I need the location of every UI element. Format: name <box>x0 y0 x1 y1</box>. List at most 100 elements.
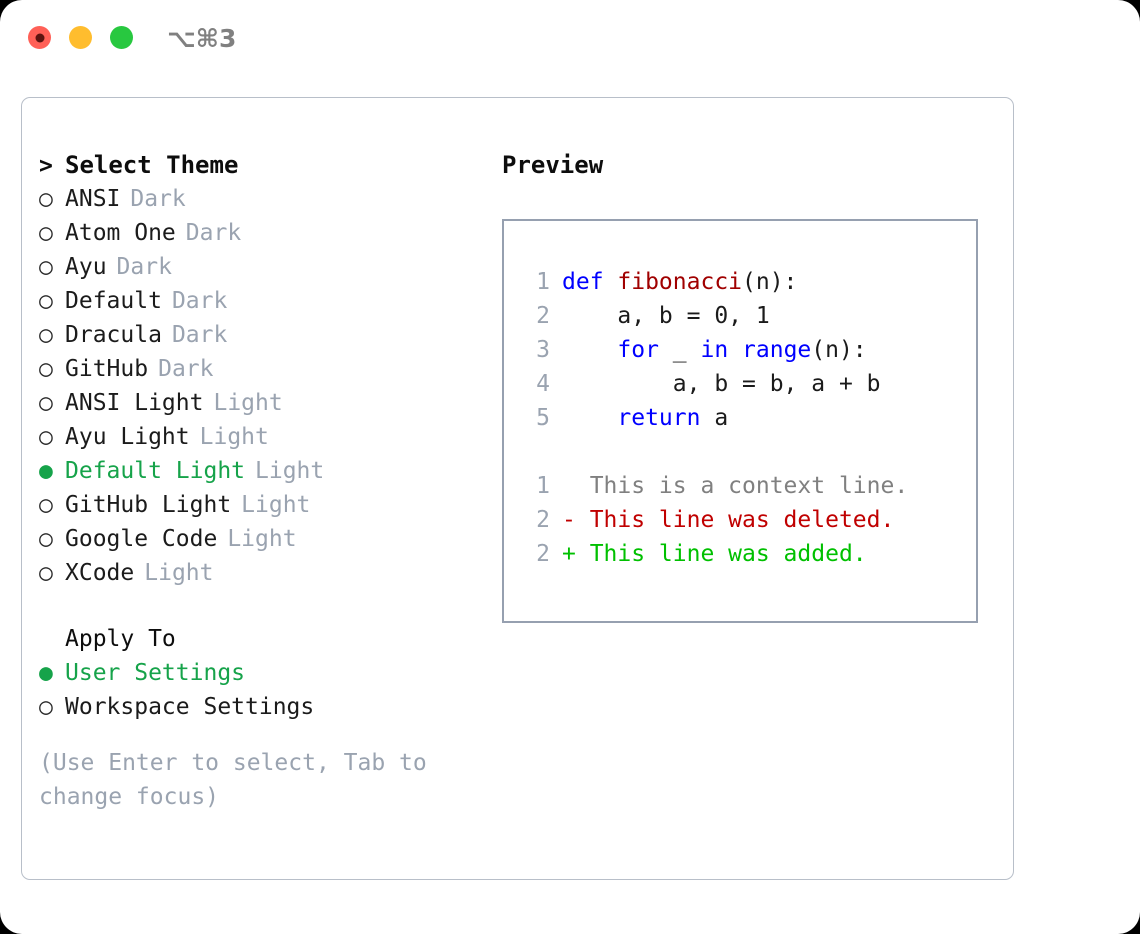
close-button[interactable] <box>28 26 51 49</box>
code-line: 3 for _ in range(n): <box>524 333 976 367</box>
code-token: in range <box>700 337 812 363</box>
code-token: a, b = 0, 1 <box>562 303 770 329</box>
theme-option-name: Atom One <box>65 220 176 246</box>
diff-line: 2- This line was deleted. <box>524 503 976 537</box>
code-line: 5 return a <box>524 401 976 435</box>
theme-option-name: Google Code <box>65 526 218 552</box>
theme-option-category: Dark <box>116 254 172 280</box>
keyboard-shortcut-label: ⌥⌘3 <box>167 24 237 53</box>
theme-option-name: Ayu Light <box>65 424 190 450</box>
theme-option-google-code[interactable]: ○ Google Code Light <box>39 522 479 556</box>
radio-unselected-icon: ○ <box>39 424 53 450</box>
minimize-button[interactable] <box>69 26 92 49</box>
theme-option-name: XCode <box>65 560 135 586</box>
theme-option-xcode[interactable]: ○ XCode Light <box>39 556 479 590</box>
code-line: 1 def fibonacci(n): <box>524 265 976 299</box>
code-token: - This line was deleted. <box>562 507 895 533</box>
line-number: 3 <box>536 337 550 363</box>
code-token: This is a context line. <box>562 473 909 499</box>
theme-option-name: GitHub Light <box>65 492 232 518</box>
apply-to-option-user-settings[interactable]: ● User Settings <box>39 656 479 690</box>
radio-unselected-icon: ○ <box>39 254 53 280</box>
theme-option-github[interactable]: ○ GitHub Dark <box>39 352 479 386</box>
theme-option-ayu[interactable]: ○ Ayu Dark <box>39 250 479 284</box>
prompt-marker: > <box>39 153 53 179</box>
code-token: (n): <box>742 269 798 295</box>
theme-option-category: Light <box>144 560 214 586</box>
theme-option-category: Light <box>255 458 325 484</box>
code-token <box>562 405 617 431</box>
code-token: + This line was added. <box>562 541 867 567</box>
theme-option-category: Light <box>241 492 311 518</box>
radio-unselected-icon: ○ <box>39 322 53 348</box>
radio-selected-icon: ● <box>39 660 53 686</box>
line-number: 4 <box>536 371 550 397</box>
maximize-button[interactable] <box>110 26 133 49</box>
radio-unselected-icon: ○ <box>39 560 53 586</box>
theme-picker-heading: > Select Theme <box>39 148 479 182</box>
apply-to-label: Apply To <box>65 626 176 652</box>
radio-unselected-icon: ○ <box>39 526 53 552</box>
theme-option-name: Dracula <box>65 322 162 348</box>
code-diff-separator <box>524 435 976 469</box>
theme-option-category: Light <box>199 424 269 450</box>
diff-line: 1 This is a context line. <box>524 469 976 503</box>
theme-option-name: Default <box>65 288 162 314</box>
theme-option-ayu-light[interactable]: ○ Ayu Light Light <box>39 420 479 454</box>
indent-spacer: o <box>39 622 65 656</box>
radio-unselected-icon: ○ <box>39 186 53 212</box>
theme-option-category: Light <box>213 390 283 416</box>
apply-to-option-label: User Settings <box>65 660 246 686</box>
theme-option-name: Default Light <box>65 458 246 484</box>
keyboard-hint: (Use Enter to select, Tab to change focu… <box>39 750 427 810</box>
code-line: 2 a, b = 0, 1 <box>524 299 976 333</box>
theme-option-name: GitHub <box>65 356 149 382</box>
code-token: (n): <box>811 337 867 363</box>
diff-line: 2 + This line was added. <box>524 537 976 571</box>
line-number: 2 <box>536 303 550 329</box>
radio-unselected-icon: ○ <box>39 220 53 246</box>
code-token: _ <box>658 337 701 363</box>
radio-unselected-icon: ○ <box>39 492 53 518</box>
radio-unselected-icon: ○ <box>39 356 53 382</box>
code-token <box>562 337 617 363</box>
theme-option-default-light[interactable]: ● Default Light Light <box>39 454 479 488</box>
apply-to-option-label: Workspace Settings <box>65 694 315 720</box>
radio-unselected-icon: ○ <box>39 694 53 720</box>
theme-option-name: Ayu <box>65 254 107 280</box>
radio-selected-icon: ● <box>39 458 53 484</box>
diff-sample: 1 This is a context line.2- This line wa… <box>524 469 976 571</box>
apply-to-option-workspace-settings[interactable]: ○ Workspace Settings <box>39 690 479 724</box>
theme-option-dracula[interactable]: ○ Dracula Dark <box>39 318 479 352</box>
line-number: 1 <box>536 473 550 499</box>
window-controls <box>28 26 133 49</box>
line-number: 2 <box>536 541 550 567</box>
code-token: fibonacci <box>617 269 743 295</box>
code-token: def <box>562 269 618 295</box>
code-token: return <box>617 405 701 431</box>
code-token: a <box>700 405 729 431</box>
theme-option-github-light[interactable]: ○ GitHub Light Light <box>39 488 479 522</box>
theme-option-category: Dark <box>171 322 228 348</box>
apply-to-list: ● User Settings ○ Workspace Settings <box>39 656 479 724</box>
theme-option-category: Dark <box>158 356 214 382</box>
code-token: a, b = b, a + b <box>562 371 881 397</box>
page-title: Select Theme <box>65 151 239 179</box>
theme-option-category: Light <box>227 526 297 552</box>
radio-unselected-icon: ○ <box>39 288 53 314</box>
title-bar: ⌥⌘3 <box>0 0 1140 76</box>
radio-unselected-icon: ○ <box>39 390 53 416</box>
code-token: for <box>617 337 659 363</box>
line-number: 1 <box>536 269 550 295</box>
